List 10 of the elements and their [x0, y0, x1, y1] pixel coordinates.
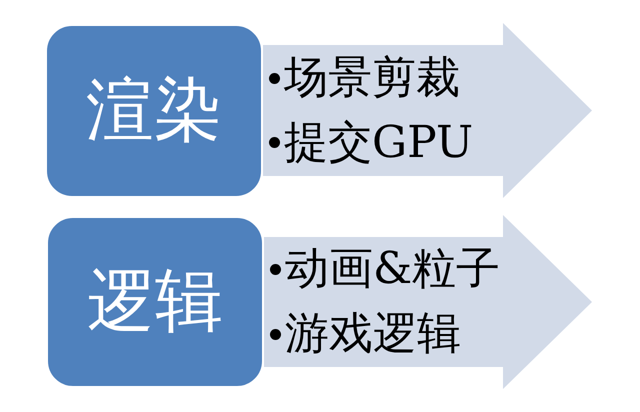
bullet-text: 动画&粒子 [285, 244, 500, 295]
bullet-text: 游戏逻辑 [285, 309, 461, 360]
list-banner [264, 215, 592, 389]
list-banner [263, 23, 592, 198]
box-label: 渲染 [86, 77, 222, 145]
rounded-box [46, 25, 262, 197]
bullet-text: 提交GPU [284, 118, 474, 168]
rounded-box [47, 217, 263, 387]
bullet-text: 场景剪裁 [284, 52, 460, 104]
box-label: 逻辑 [87, 268, 223, 336]
